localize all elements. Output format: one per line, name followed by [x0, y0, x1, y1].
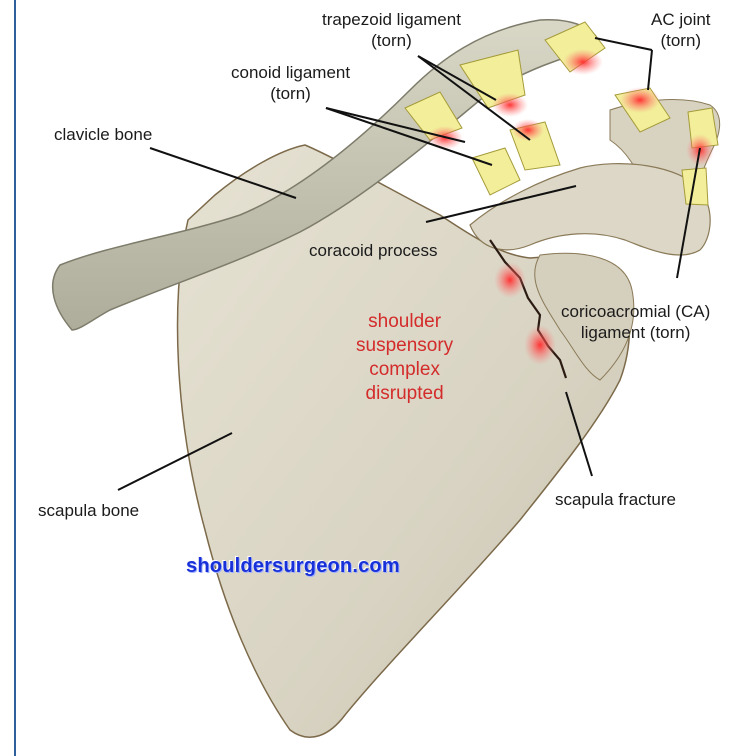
label-ac-joint: AC joint (torn) — [651, 9, 711, 51]
summary-line2: suspensory — [356, 334, 453, 358]
label-ac-line1: AC joint — [651, 9, 711, 30]
label-conoid-ligament: conoid ligament (torn) — [231, 62, 350, 104]
label-ca-line2: ligament (torn) — [561, 322, 710, 343]
label-ca-ligament: coricoacromial (CA) ligament (torn) — [561, 301, 710, 343]
label-suspensory-complex: shoulder suspensory complex disrupted — [356, 310, 453, 406]
watermark: shouldersurgeon.com — [186, 555, 400, 578]
label-trapezoid-ligament: trapezoid ligament (torn) — [322, 9, 461, 51]
label-clavicle-bone: clavicle bone — [54, 124, 152, 145]
summary-line4: disrupted — [356, 382, 453, 406]
fracture-glow-upper — [494, 262, 526, 298]
summary-line1: shoulder — [356, 310, 453, 334]
label-scapula-fracture: scapula fracture — [555, 489, 676, 510]
fracture-glow-lower — [524, 325, 556, 365]
label-ca-line1: coricoacromial (CA) — [561, 301, 710, 322]
label-scapula-bone: scapula bone — [38, 500, 139, 521]
conoid-ligament-lower — [472, 148, 520, 195]
label-conoid-line2: (torn) — [231, 83, 350, 104]
label-trapezoid-line2: (torn) — [322, 30, 461, 51]
label-coracoid-process: coracoid process — [309, 240, 438, 261]
label-ac-line2: (torn) — [651, 30, 711, 51]
leader-ac-lower — [648, 50, 652, 90]
label-conoid-line1: conoid ligament — [231, 62, 350, 83]
label-trapezoid-line1: trapezoid ligament — [322, 9, 461, 30]
summary-line3: complex — [356, 358, 453, 382]
